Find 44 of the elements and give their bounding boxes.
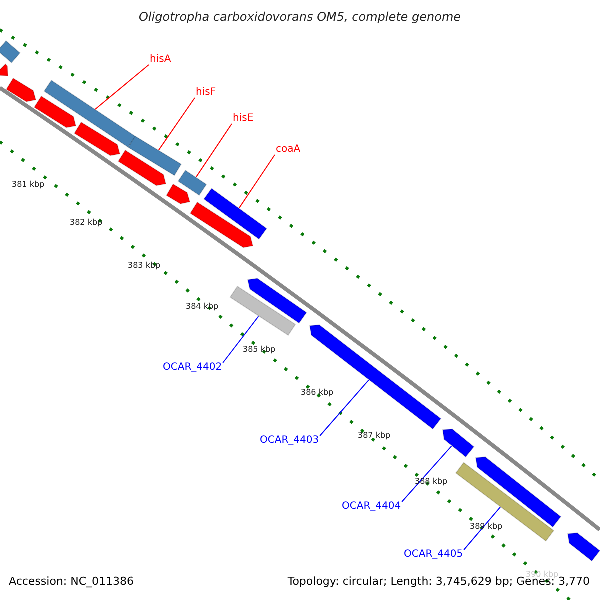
gene-block [166,184,191,205]
gene-label: OCAR_4403 [260,436,320,446]
leader-line [320,380,370,436]
gene-block [230,286,296,336]
gene-block [118,150,167,186]
gene-block [128,136,182,176]
gene-block [0,64,9,77]
leader-line [94,64,150,110]
gene-block [442,428,475,458]
gene-block [567,532,600,562]
gene-block [0,40,21,64]
scale-label: 383 kbp [128,262,161,270]
leader-line [196,124,232,178]
accession-text: Accession: NC_011386 [9,576,134,587]
title: Oligotropha carboxidovorans OM5, complete genome [138,11,462,23]
leader-line [464,506,501,550]
gene-block [34,96,77,128]
gene-block [6,78,37,102]
scale-label: 382 kbp [70,219,103,227]
gene-block [204,188,268,240]
gene-block [247,278,308,324]
gene-block [74,122,121,156]
gene-label: OCAR_4405 [404,550,464,560]
leader-line [222,316,260,364]
gene-block [455,462,555,542]
scale-label: 384 kbp [186,303,219,311]
genome-info-text: Topology: circular; Length: 3,745,629 bp; Genes: 3,770 [288,576,590,587]
gene-label: OCAR_4402 [163,363,222,373]
gene-label: OCAR_4404 [342,502,402,512]
leader-line [402,446,452,502]
gene-label: hisA [150,55,172,65]
gene-label: hisF [196,88,216,98]
scale-label: 381 kbp [12,181,45,189]
gene-block [190,202,254,248]
scale-label: 386 kbp [301,389,334,397]
scale-label: 390 kbp [526,571,559,579]
gene-block [44,80,136,148]
gene-block [178,170,208,196]
scale-label: 389 kbp [470,523,503,531]
scale-label: 385 kbp [243,346,276,354]
leader-line [158,98,196,151]
gene-label: hisE [233,114,254,124]
leader-line [238,154,276,209]
gene-label: coaA [276,145,301,155]
